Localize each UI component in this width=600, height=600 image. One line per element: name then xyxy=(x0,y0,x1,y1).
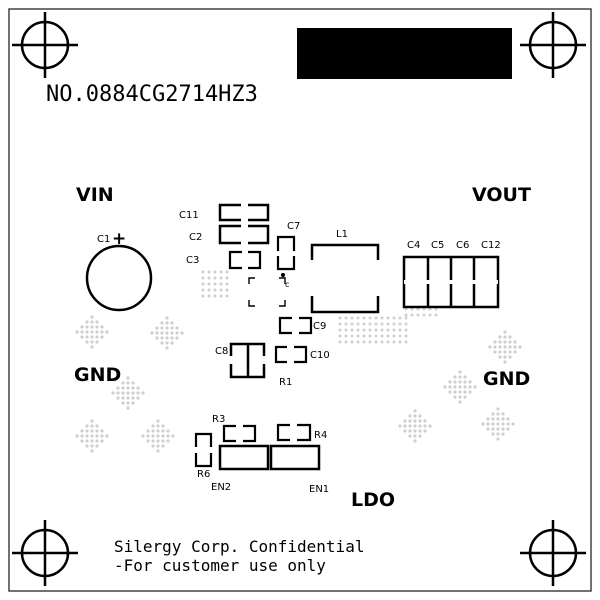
c12-label: C12 xyxy=(481,240,501,251)
fiducial-bottom-left xyxy=(12,520,78,586)
c1-label: C1 xyxy=(97,234,110,245)
net-label-gnd-right: GND xyxy=(483,368,530,390)
c7-label: C7 xyxy=(287,221,300,232)
r3-footprint xyxy=(222,424,257,443)
c1-polarity-mark: + xyxy=(112,229,126,249)
c11-label: C11 xyxy=(179,210,199,221)
net-label-ldo: LDO xyxy=(351,489,395,511)
confidential-line-1: Silergy Corp. Confidential xyxy=(114,537,364,556)
c5-label: C5 xyxy=(431,240,444,251)
c2-label: C2 xyxy=(189,232,202,243)
c11-c2-footprint xyxy=(218,203,270,245)
r4-label: R4 xyxy=(314,430,327,441)
output-cap-bank xyxy=(402,255,500,309)
c4-label: C4 xyxy=(407,240,420,251)
net-label-vin: VIN xyxy=(76,184,114,206)
r4-footprint xyxy=(276,423,312,442)
c8-label: C8 xyxy=(215,346,228,357)
board-number: NO.0884CG2714HZ3 xyxy=(46,82,258,107)
board-outline xyxy=(8,8,592,592)
c3-footprint xyxy=(228,250,262,270)
ic-outline xyxy=(248,272,286,307)
c3-label: C3 xyxy=(186,255,199,266)
en2-label: EN2 xyxy=(211,482,231,493)
c8-footprint xyxy=(229,342,266,379)
fiducial-top-left xyxy=(12,12,78,78)
r1-label: R1 xyxy=(279,377,292,388)
r6-footprint xyxy=(194,432,213,468)
l1-footprint xyxy=(310,243,380,314)
c6-label: C6 xyxy=(456,240,469,251)
confidential-line-2: -For customer use only xyxy=(114,556,326,575)
via-field xyxy=(75,270,522,453)
c9-label: C9 xyxy=(313,321,326,332)
fiducial-top-right xyxy=(520,12,586,78)
c10-label: C10 xyxy=(310,350,330,361)
en1-header xyxy=(269,444,321,471)
c1-outline xyxy=(85,244,153,312)
en2-header xyxy=(218,444,270,471)
en1-label: EN1 xyxy=(309,484,329,495)
redaction-block xyxy=(297,28,512,79)
c7-footprint xyxy=(276,235,296,271)
r3-label: R3 xyxy=(212,414,225,425)
l1-label: L1 xyxy=(336,229,348,240)
r6-label: R6 xyxy=(197,469,210,480)
net-label-gnd-left: GND xyxy=(74,364,121,386)
net-label-vout: VOUT xyxy=(472,184,531,206)
c10-footprint xyxy=(274,345,308,364)
ic-pin1-mark: c xyxy=(285,280,289,289)
fiducial-bottom-right xyxy=(520,520,586,586)
c9-footprint xyxy=(278,316,313,335)
